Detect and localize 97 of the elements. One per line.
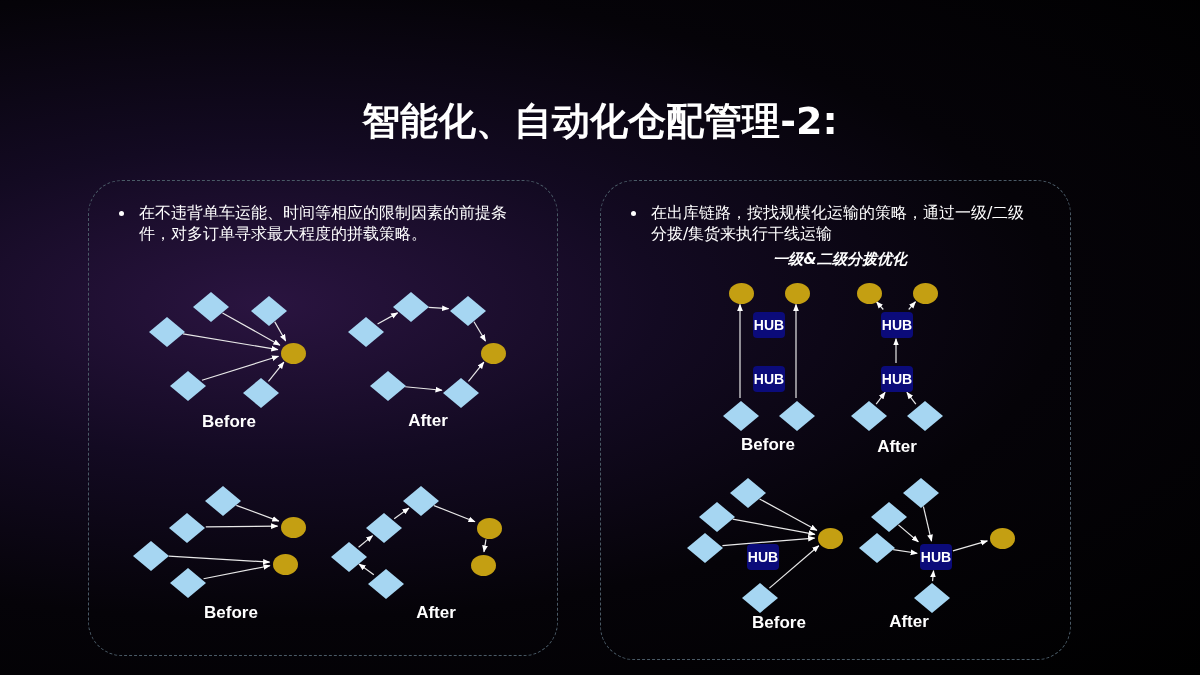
arrow (205, 523, 279, 530)
arrow (235, 504, 280, 522)
diamond-shape (251, 296, 287, 326)
diamond-shape (914, 583, 950, 613)
arrow (358, 563, 375, 576)
hub-box: HUB (753, 312, 785, 338)
bullet-text: 在出库链路，按找规模化运输的策略，通过一级/二级分拨/集货来执行干线运输 (651, 202, 1026, 244)
circle-shape (480, 342, 506, 364)
circle-shape (470, 554, 496, 576)
arrow (893, 338, 899, 364)
arrow (897, 524, 919, 543)
arrow (875, 301, 884, 311)
circle-shape (280, 516, 306, 538)
arrow (433, 504, 476, 523)
hub-box: HUB (920, 544, 952, 570)
arrow (906, 391, 917, 405)
caption-label: After (408, 411, 448, 431)
circle-shape (817, 527, 843, 549)
caption-label: After (889, 612, 929, 632)
bullet-text: 在不违背单车运能、时间等相应的限制因素的前提条件，对多订单寻求最大程度的拼载策略。 (139, 202, 508, 244)
diamond-shape (851, 401, 887, 431)
diamond-shape (871, 502, 907, 532)
hub-box: HUB (881, 312, 913, 338)
diamond-shape (169, 513, 205, 543)
arrow (737, 303, 743, 399)
arrow (221, 312, 281, 346)
diamond-shape (205, 486, 241, 516)
arrow (393, 507, 410, 520)
arrow (201, 355, 280, 381)
diamond-shape (730, 478, 766, 508)
arrow (793, 303, 799, 399)
diamond-shape (243, 378, 279, 408)
circle-shape (476, 517, 502, 539)
diamond-shape (687, 533, 723, 563)
arrow (768, 545, 820, 589)
circle-shape (784, 282, 810, 304)
diamond-shape (393, 292, 429, 322)
circle-shape (989, 527, 1015, 549)
section-heading: 一级&二级分拨优化 (773, 250, 907, 269)
arrow (376, 312, 399, 325)
diamond-shape (403, 486, 439, 516)
diamond-shape (149, 317, 185, 347)
caption-label: Before (752, 613, 806, 633)
arrow (721, 535, 816, 547)
arrow (875, 391, 886, 405)
circle-shape (272, 553, 298, 575)
arrow (168, 555, 271, 565)
diamond-shape (443, 378, 479, 408)
diamond-shape (742, 583, 778, 613)
arrow (482, 538, 488, 553)
diamond-shape (903, 478, 939, 508)
arrow (892, 549, 918, 556)
arrow (428, 305, 450, 312)
diamond-shape (170, 568, 206, 598)
diamond-shape (450, 296, 486, 326)
arrow (274, 321, 287, 342)
arrow (404, 386, 443, 393)
slide-title: 智能化、自动化仓配管理-2: (361, 98, 839, 145)
diamond-shape (348, 317, 384, 347)
hub-box: HUB (753, 366, 785, 392)
caption-label: Before (202, 412, 256, 432)
diamond-shape (907, 401, 943, 431)
diamond-shape (366, 513, 402, 543)
circle-shape (912, 282, 938, 304)
arrow (267, 361, 285, 383)
circle-shape (856, 282, 882, 304)
diamond-shape (170, 371, 206, 401)
dashed-panel (600, 180, 1071, 660)
arrow (952, 539, 989, 552)
diamond-shape (368, 569, 404, 599)
arrow (357, 535, 374, 548)
diamond-shape (193, 292, 229, 322)
arrow (732, 518, 816, 536)
dashed-panel (88, 180, 558, 656)
caption-label: After (877, 437, 917, 457)
diamond-shape (133, 541, 169, 571)
arrow (922, 505, 933, 542)
diamond-shape (331, 542, 367, 572)
diamond-shape (370, 371, 406, 401)
circle-shape (728, 282, 754, 304)
arrow (467, 361, 485, 383)
diamond-shape (723, 401, 759, 431)
circle-shape (280, 342, 306, 364)
diamond-shape (699, 502, 735, 532)
caption-label: Before (741, 435, 795, 455)
caption-label: After (416, 603, 456, 623)
arrow (182, 333, 279, 352)
arrow (759, 498, 818, 531)
arrow (473, 321, 487, 342)
arrow (908, 301, 917, 311)
arrow (930, 570, 936, 582)
diamond-shape (859, 533, 895, 563)
hub-box: HUB (881, 366, 913, 392)
caption-label: Before (204, 603, 258, 623)
arrow (202, 564, 271, 580)
diamond-shape (779, 401, 815, 431)
hub-box: HUB (747, 544, 779, 570)
